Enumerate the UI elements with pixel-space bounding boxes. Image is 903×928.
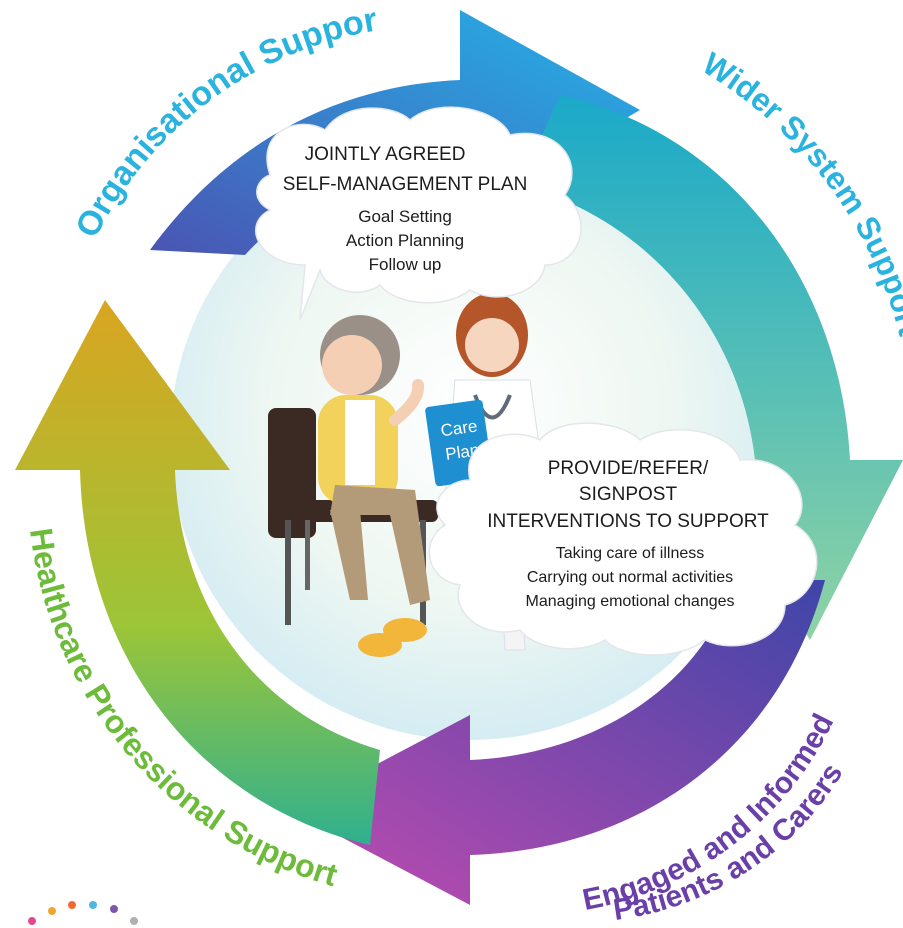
self-management-plan-bubble: JOINTLY AGREED SELF-MANAGEMENT PLAN Goal…: [254, 106, 582, 321]
plan-item: Action Planning: [346, 231, 464, 250]
support-item: Managing emotional changes: [525, 593, 734, 610]
support-heading-line2: SIGNPOST: [579, 484, 678, 505]
plan-item: Goal Setting: [358, 207, 452, 226]
plan-heading-line1: JOINTLY AGREED: [305, 144, 466, 165]
support-heading-line1: PROVIDE/REFER/: [548, 458, 709, 479]
support-heading-line3: INTERVENTIONS TO SUPPORT: [487, 511, 769, 532]
healthcare-professional-arrow: [15, 300, 380, 845]
engaged-informed-arrow: [290, 580, 825, 905]
support-item: Carrying out normal activities: [527, 569, 733, 586]
plan-heading-line2: SELF-MANAGEMENT PLAN: [283, 174, 528, 195]
wider-system-support-arrow: [520, 95, 903, 640]
plan-item: Follow up: [369, 255, 442, 274]
interventions-bubble: PROVIDE/REFER/ SIGNPOST INTERVENTIONS TO…: [428, 422, 818, 656]
clipboard-line1: Care: [439, 416, 478, 440]
support-item: Taking care of illness: [556, 545, 705, 562]
decorative-dots: [28, 901, 138, 925]
patient-figure: [318, 315, 430, 657]
